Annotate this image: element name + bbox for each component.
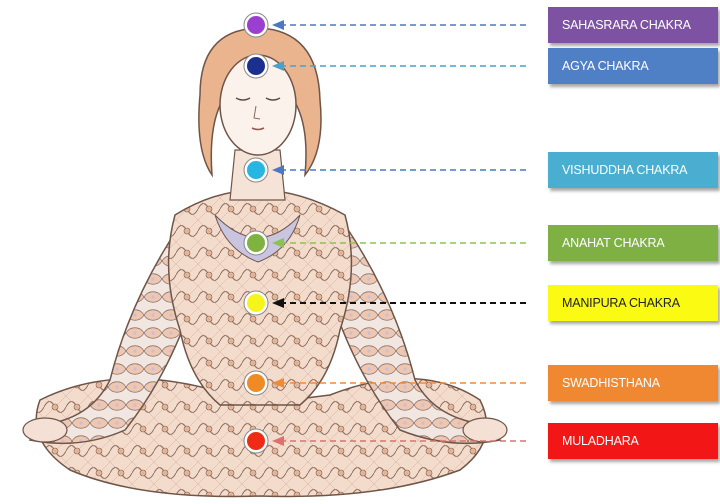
agya-chakra-dot	[247, 57, 265, 75]
anahat-chakra-dot	[247, 234, 265, 252]
anahat-chakra-label: ANAHAT CHAKRA	[548, 225, 718, 261]
vishuddha-chakra-dot	[247, 161, 265, 179]
sahasrara-chakra-label: SAHASRARA CHAKRA	[548, 7, 718, 43]
sahasrara-chakra-dot	[247, 16, 265, 34]
muladhara-label: MULADHARA	[548, 423, 718, 459]
manipura-chakra-dot	[247, 294, 265, 312]
swadhisthana-label: SWADHISTHANA	[548, 365, 718, 401]
agya-chakra-label: AGYA CHAKRA	[548, 48, 718, 84]
muladhara-dot	[247, 432, 265, 450]
sahasrara-chakra-arrowhead	[272, 20, 284, 30]
vishuddha-chakra-label: VISHUDDHA CHAKRA	[548, 152, 718, 188]
manipura-chakra-label: MANIPURA CHAKRA	[548, 285, 718, 321]
figure-body	[23, 28, 507, 496]
swadhisthana-dot	[247, 374, 265, 392]
